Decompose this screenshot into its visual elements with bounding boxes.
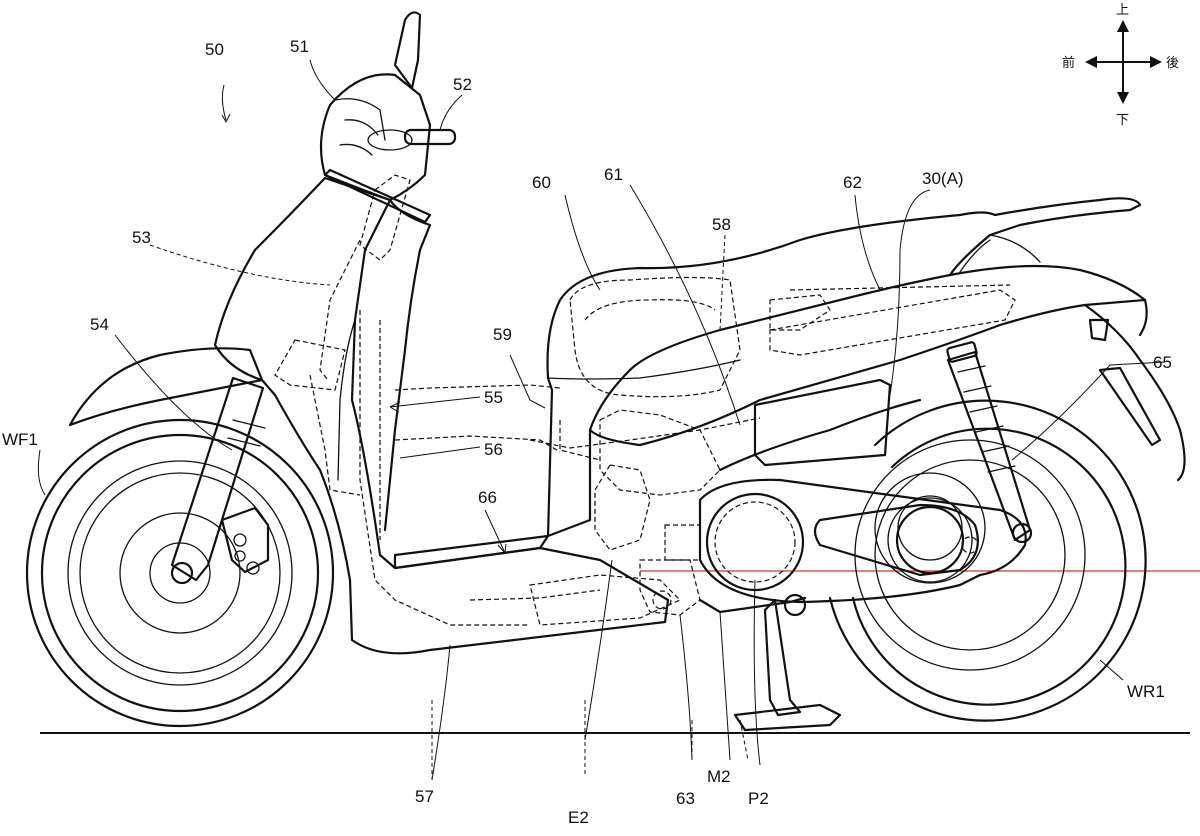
label-54: 54: [90, 315, 109, 334]
label-M2: M2: [707, 767, 731, 786]
label-52: 52: [453, 75, 472, 94]
label-63: 63: [676, 789, 695, 808]
handlebar-assembly: [319, 11, 457, 224]
internal-hidden-lines: [274, 174, 1016, 626]
label-60: 60: [532, 173, 551, 192]
reference-labels: 50 51 52 53 54 55 56 57 58 59 60 61 62 3…: [2, 37, 1172, 827]
dir-front-label: 前: [1062, 55, 1075, 71]
leader-lines: [37, 59, 1166, 781]
label-61: 61: [604, 165, 623, 184]
center-stand: [698, 593, 842, 732]
floor-panel: [393, 534, 550, 570]
dir-up-label: 上: [1116, 3, 1129, 18]
label-50: 50: [205, 40, 224, 59]
label-51: 51: [290, 37, 309, 56]
dir-rear-label: 後: [1166, 56, 1179, 71]
front-cowl: [213, 176, 670, 655]
label-65: 65: [1153, 353, 1172, 372]
label-WR1: WR1: [1127, 682, 1165, 701]
seat-body: [546, 197, 1186, 538]
label-P2: P2: [748, 789, 769, 808]
label-56: 56: [484, 440, 503, 459]
label-53: 53: [132, 228, 151, 247]
swing-arm: [698, 478, 1027, 604]
direction-arrows-icon: 上 下 前 後: [1062, 3, 1179, 128]
rear-wheel: [828, 399, 1147, 722]
label-59: 59: [493, 325, 512, 344]
front-fender: [68, 347, 264, 427]
label-57: 57: [415, 787, 434, 806]
label-E2: E2: [568, 808, 589, 827]
label-55: 55: [484, 388, 503, 407]
label-66: 66: [478, 488, 497, 507]
dir-down-label: 下: [1116, 113, 1129, 128]
front-fork: [170, 376, 270, 582]
label-58: 58: [712, 215, 731, 234]
label-62: 62: [843, 173, 862, 192]
label-30A: 30(A): [922, 169, 964, 188]
front-wheel: [25, 418, 335, 728]
label-WF1: WF1: [2, 430, 38, 449]
